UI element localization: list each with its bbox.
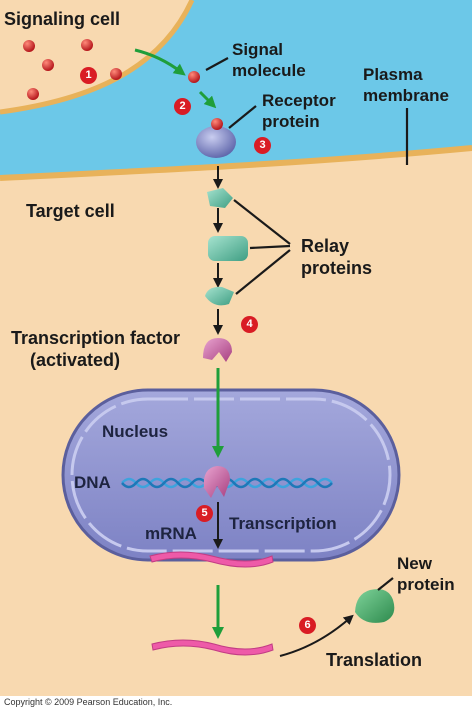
- receptor-protein-word-label: protein: [262, 112, 320, 131]
- step-badge-3: 3: [254, 137, 271, 154]
- signal-molecule-dot: [27, 88, 39, 100]
- new-protein: [355, 589, 395, 623]
- transcription-factor-label: Transcription factor: [11, 328, 181, 348]
- relay-leader: [249, 244, 291, 250]
- nucleus-label: Nucleus: [102, 422, 169, 441]
- nuclear-envelope: [70, 397, 392, 553]
- signal-molecule-dot: [81, 39, 93, 51]
- step-badge-5: 5: [196, 505, 213, 522]
- step-badge-6: 6: [299, 617, 316, 634]
- plasma-membrane: [0, 145, 472, 181]
- signal-molecule-dot: [110, 68, 122, 80]
- signal-label: Signal: [232, 40, 284, 59]
- bound-transcription-factor: [203, 466, 230, 498]
- membrane-label: membrane: [363, 86, 449, 105]
- translation-label: Translation: [326, 650, 423, 670]
- cytoplasmic-mrna: [151, 639, 274, 656]
- bound-signal-molecule: [211, 118, 223, 130]
- plasma-label: Plasma: [363, 65, 423, 84]
- relay-leader: [235, 249, 291, 295]
- nucleus: [61, 388, 401, 562]
- signal-molecule-dot: [23, 40, 35, 52]
- new-protein-leader: [377, 577, 394, 591]
- extracellular-space: [0, 0, 472, 178]
- signaling-cell-label: Signaling cell: [4, 9, 121, 29]
- activated-label: (activated): [30, 350, 121, 370]
- translation-arrow: [279, 614, 354, 657]
- binding-arrow: [198, 90, 217, 109]
- receptor-protein: [196, 126, 236, 158]
- transcription-factor: [203, 338, 232, 362]
- relay-label: Relay: [301, 236, 350, 256]
- transcription-label: Transcription: [229, 514, 337, 533]
- receptor-leader: [228, 105, 257, 129]
- relay-protein: [205, 286, 234, 306]
- receptor-label: Receptor: [262, 91, 336, 110]
- mrna-strand: [149, 551, 274, 568]
- new-protein-word-label: protein: [397, 575, 455, 594]
- signal-molecule-dot: [42, 59, 54, 71]
- relay-protein: [207, 188, 233, 208]
- signal-molecule-leader: [205, 57, 229, 71]
- released-signal-molecule: [188, 71, 200, 83]
- secretion-arrow: [134, 48, 186, 76]
- molecule-label: molecule: [232, 61, 306, 80]
- dna-label: DNA: [74, 473, 111, 492]
- new-label: New: [397, 554, 432, 573]
- step-badge-1: 1: [80, 67, 97, 84]
- relay-protein: [208, 236, 248, 261]
- target-cell-label: Target cell: [26, 201, 115, 221]
- mrna-label: mRNA: [145, 524, 197, 543]
- step-badge-4: 4: [241, 316, 258, 333]
- proteins-label: proteins: [301, 258, 373, 278]
- relay-leader: [233, 199, 291, 245]
- copyright-text: Copyright © 2009 Pearson Education, Inc.: [4, 697, 173, 707]
- step-badge-2: 2: [174, 98, 191, 115]
